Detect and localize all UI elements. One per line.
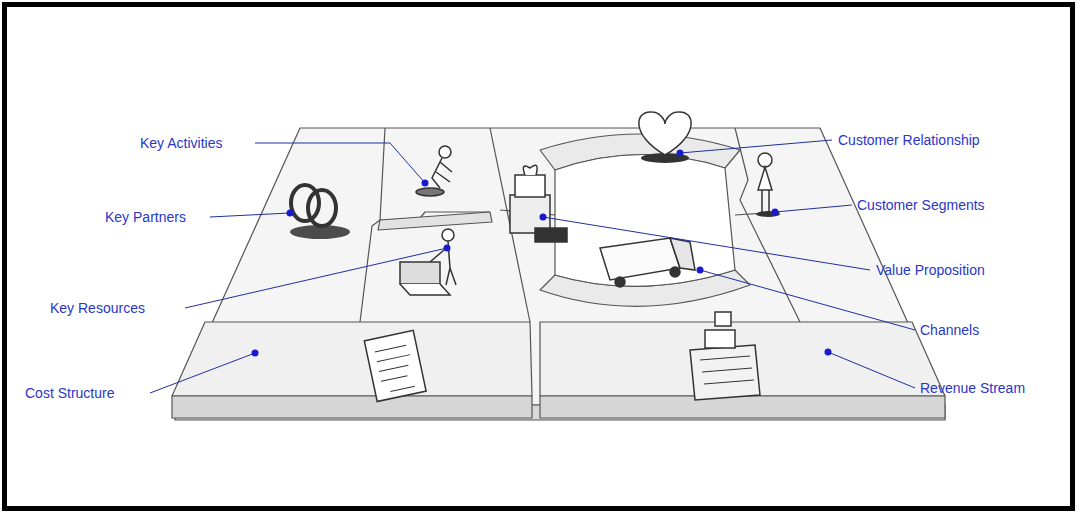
gift-icon [510, 165, 567, 242]
callout-label: Value Proposition [876, 262, 985, 278]
cash-register-icon [690, 312, 760, 400]
callout-label: Customer Segments [857, 197, 985, 213]
callout-label: Key Activities [140, 135, 222, 151]
leader-lines [150, 140, 915, 393]
worker-icon [416, 146, 452, 196]
callout-label: Customer Relationship [838, 132, 980, 148]
truck-icon [600, 238, 695, 287]
callout-label: Key Partners [105, 209, 186, 225]
rings-icon [290, 185, 350, 239]
heart-icon [639, 112, 691, 163]
canvas-board [172, 128, 945, 420]
callout-label: Key Resources [50, 300, 145, 316]
customer-icon [756, 153, 780, 217]
leader-dots [252, 150, 832, 357]
callout-label: Cost Structure [25, 385, 114, 401]
resource-icon [400, 229, 456, 295]
callout-label: Revenue Stream [920, 380, 1025, 396]
document-icon [364, 330, 426, 401]
sketch-icons [290, 112, 780, 402]
callout-label: Channels [920, 322, 979, 338]
